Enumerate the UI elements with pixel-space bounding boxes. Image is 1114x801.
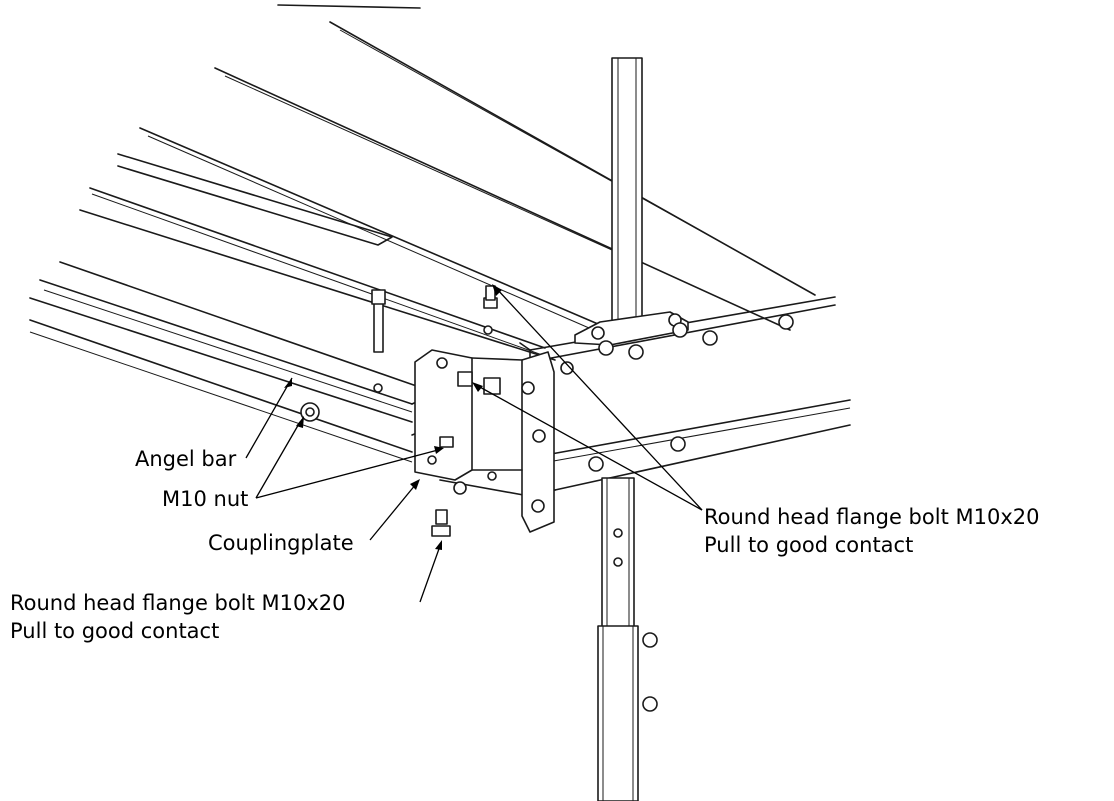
- label-bolt-left-line1: Round head flange bolt M10x20: [10, 591, 345, 615]
- label-m10-nut: M10 nut: [162, 487, 248, 511]
- leader-lines: [245, 284, 703, 603]
- label-bolt-right-line2: Pull to good contact: [704, 533, 913, 557]
- lower-post: [597, 477, 658, 801]
- label-angle-bar: Angel bar: [135, 447, 237, 471]
- deck-edge-bolts: [560, 314, 794, 375]
- bolts: [300, 285, 686, 537]
- labels: Angel bar M10 nut Couplingplate Round he…: [10, 447, 1039, 643]
- label-bolt-left-line2: Pull to good contact: [10, 619, 219, 643]
- label-coupling-plate: Couplingplate: [208, 531, 354, 555]
- upper-post: [574, 57, 689, 346]
- angle-bar: [29, 261, 429, 463]
- label-bolt-right-line1: Round head flange bolt M10x20: [704, 505, 1039, 529]
